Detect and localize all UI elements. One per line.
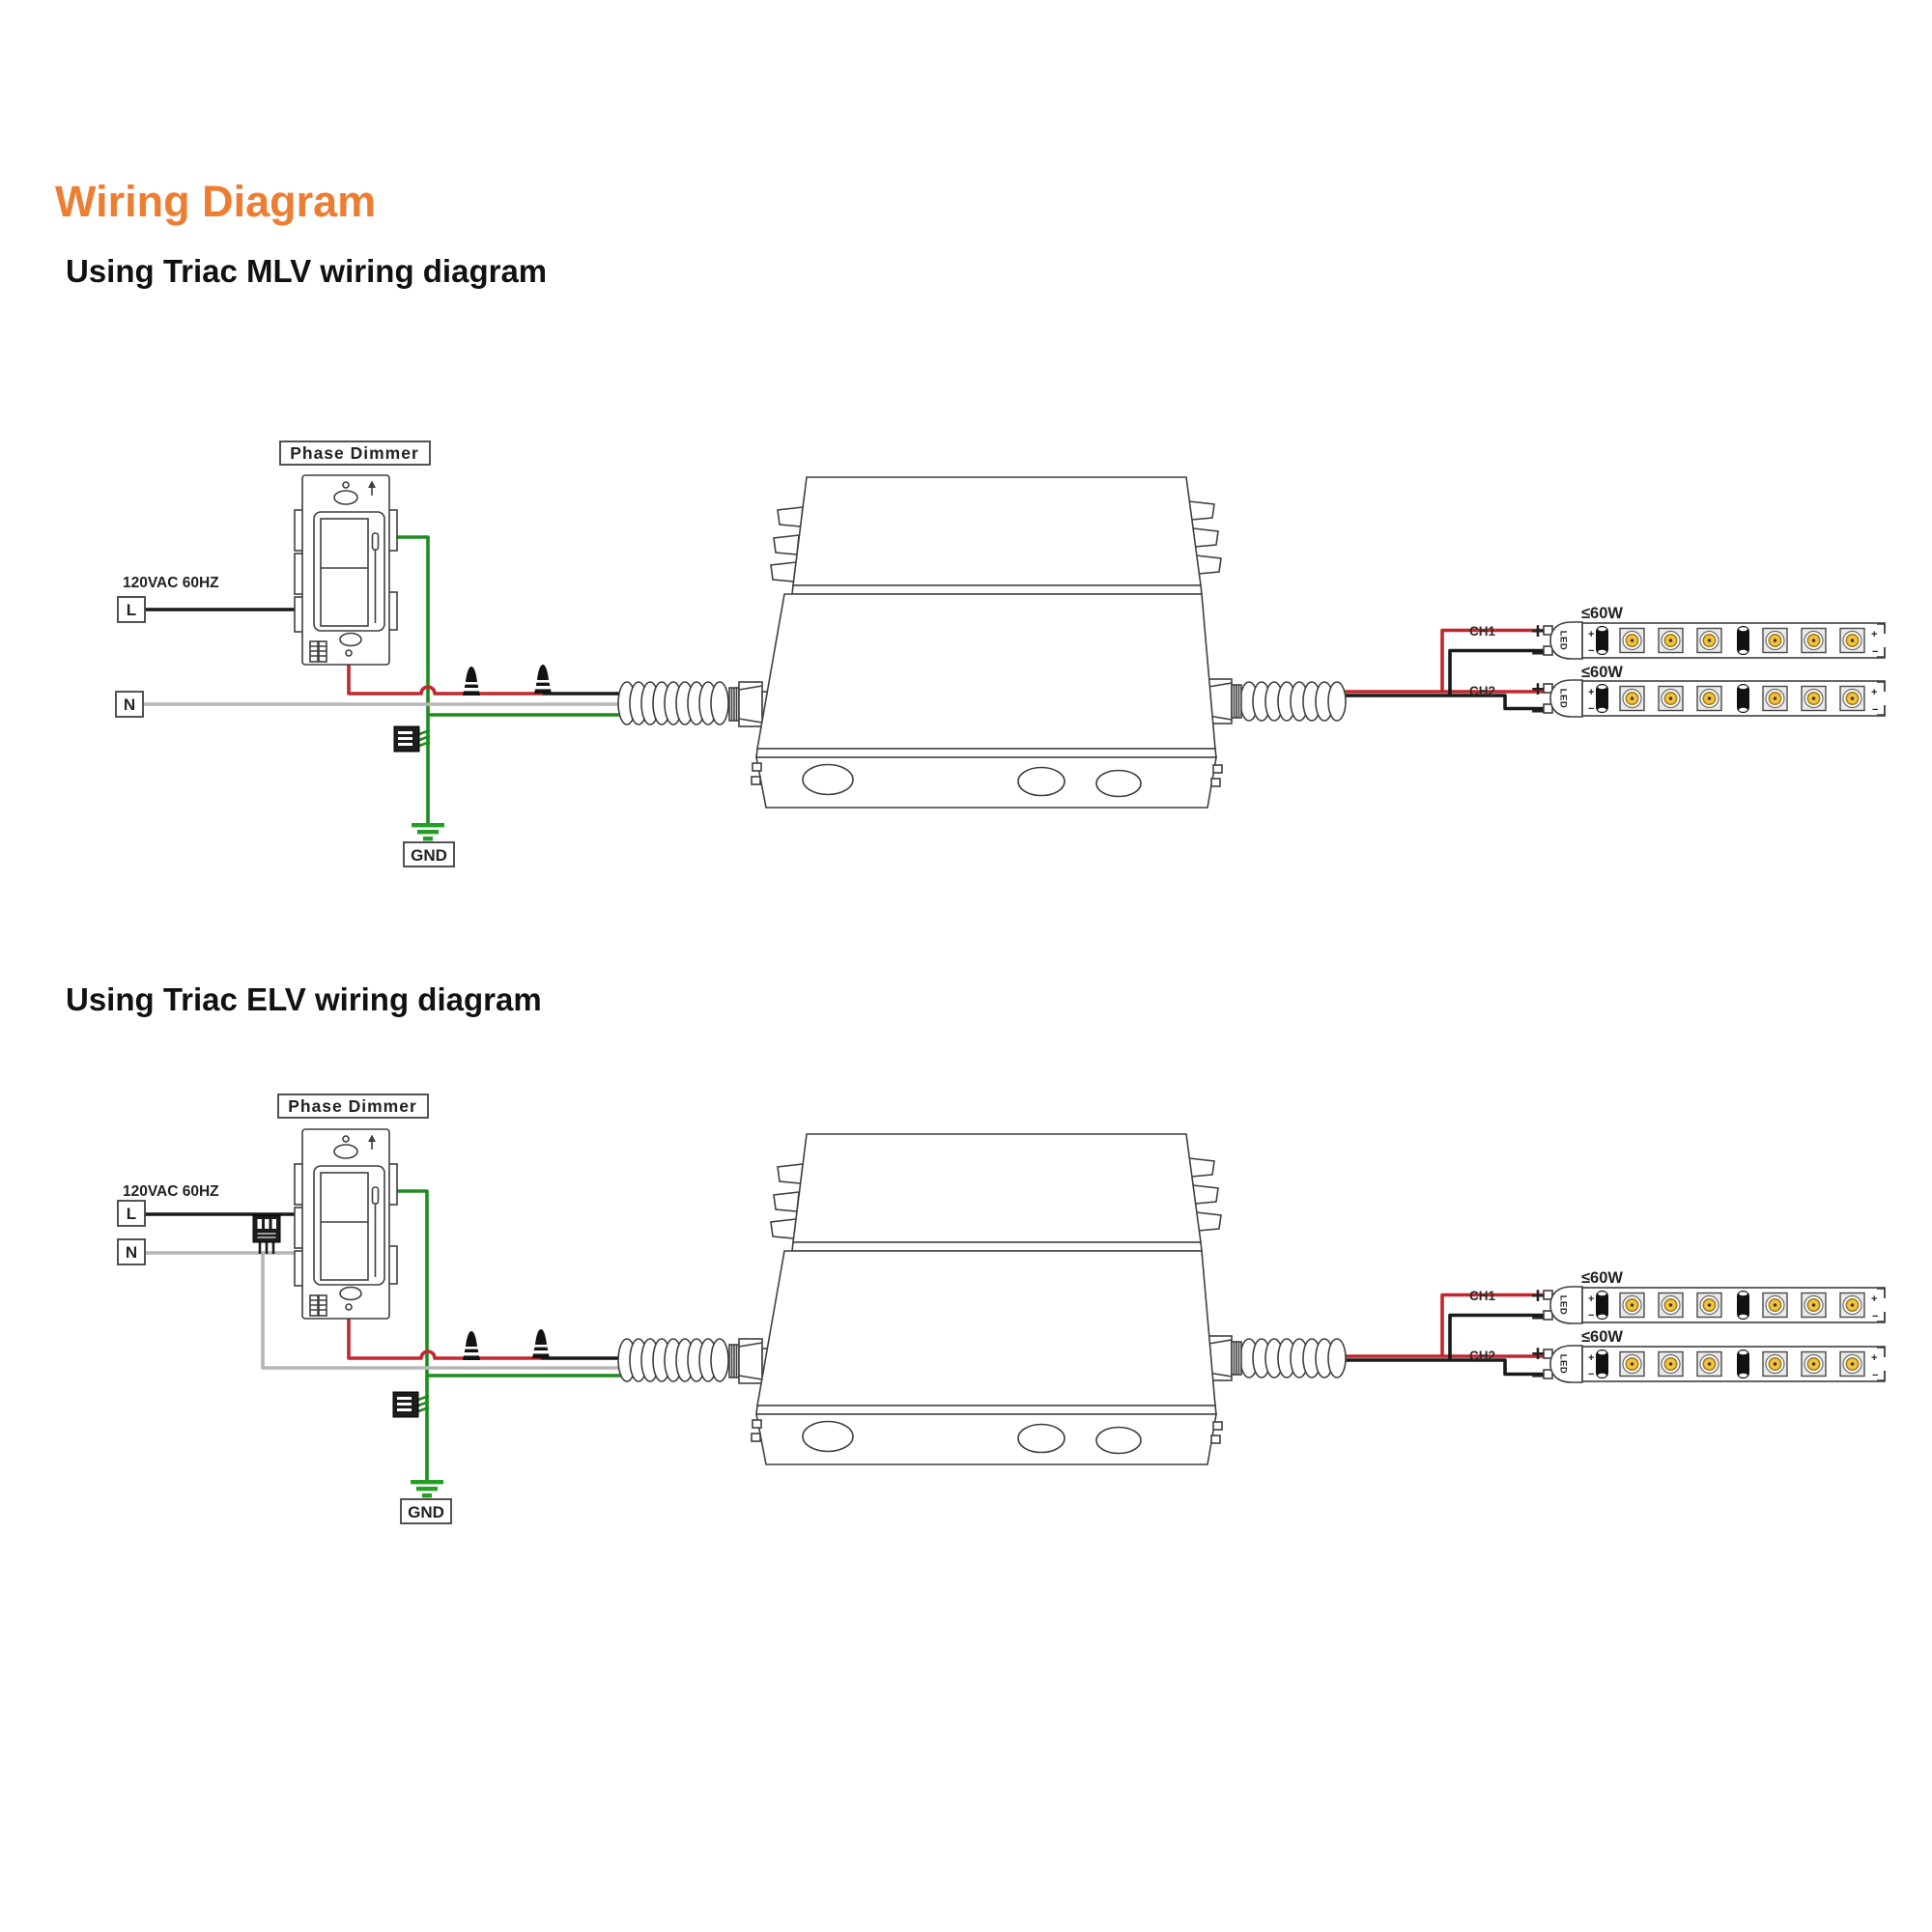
ch1-plus: +	[1531, 1283, 1544, 1308]
max-power-label: ≤60W	[1581, 1269, 1623, 1287]
led-strip-ch2	[1544, 680, 1889, 717]
wire-nut	[463, 1331, 480, 1360]
ch2-minus: −	[1531, 698, 1544, 724]
ground-symbol	[411, 1480, 443, 1498]
phase-dimmer-label: Phase Dimmer	[288, 1096, 417, 1116]
wire-output-negative	[1344, 1358, 1547, 1377]
page-title: Wiring Diagram	[55, 177, 377, 226]
ground-connector	[392, 724, 432, 753]
wiring-diagram-elv: Phase Dimmer 120VAC 60HZ L N GND CH1 CH2…	[117, 1094, 1889, 1524]
ch1-label: CH1	[1469, 1289, 1495, 1303]
phase-dimmer-label: Phase Dimmer	[290, 443, 419, 463]
wire-output-positive	[1440, 1293, 1547, 1356]
wire-ground	[397, 535, 430, 823]
l-terminal: L	[127, 601, 136, 619]
wire-nut	[463, 667, 480, 696]
n-terminal: N	[126, 1243, 137, 1262]
voltage-label: 120VAC 60HZ	[123, 575, 219, 591]
ch2-label: CH2	[1469, 684, 1495, 698]
wire-ground	[397, 1189, 429, 1480]
ch2-minus: −	[1531, 1363, 1544, 1388]
phase-dimmer	[294, 474, 398, 666]
wire-nut	[532, 1329, 550, 1358]
ch2-plus: +	[1531, 676, 1544, 701]
ch1-label: CH1	[1469, 624, 1495, 639]
wire-output-negative	[1448, 1313, 1547, 1360]
led-strip-ch2	[1544, 1346, 1889, 1382]
max-power-label: ≤60W	[1581, 664, 1623, 681]
wire-output-positive	[1440, 628, 1547, 692]
ch1-plus: +	[1531, 618, 1544, 643]
wiring-diagram-mlv: Phase Dimmer 120VAC 60HZ L N GND CH1 CH2…	[115, 440, 1889, 867]
wire-output-negative	[1344, 694, 1547, 711]
ch2-plus: +	[1531, 1341, 1544, 1366]
neutral-terminal-block	[251, 1213, 282, 1256]
phase-dimmer	[294, 1128, 398, 1320]
led-driver	[617, 1133, 1347, 1465]
led-driver	[617, 476, 1347, 809]
ch2-label: CH2	[1469, 1349, 1495, 1363]
wire-neutral	[261, 1253, 630, 1370]
ground-connector	[391, 1390, 431, 1419]
section-heading-mlv: Using Triac MLV wiring diagram	[66, 253, 548, 289]
wire-dimmed-hot	[347, 659, 543, 696]
max-power-label: ≤60W	[1581, 605, 1623, 622]
ch1-minus: −	[1531, 640, 1544, 666]
wire-dimmed-hot	[347, 1314, 541, 1360]
gnd-label: GND	[411, 846, 447, 865]
section-heading-elv: Using Triac ELV wiring diagram	[66, 981, 542, 1017]
wire-nut	[534, 665, 552, 694]
wire-output-negative	[1448, 648, 1547, 696]
led-strip-ch1	[1544, 1287, 1889, 1323]
ground-symbol	[412, 823, 444, 841]
gnd-label: GND	[408, 1503, 444, 1521]
ch1-minus: −	[1531, 1305, 1544, 1330]
led-strip-ch1	[1544, 622, 1889, 659]
voltage-label: 120VAC 60HZ	[123, 1183, 219, 1200]
n-terminal: N	[124, 696, 135, 714]
max-power-label: ≤60W	[1581, 1328, 1623, 1346]
l-terminal: L	[127, 1205, 136, 1223]
